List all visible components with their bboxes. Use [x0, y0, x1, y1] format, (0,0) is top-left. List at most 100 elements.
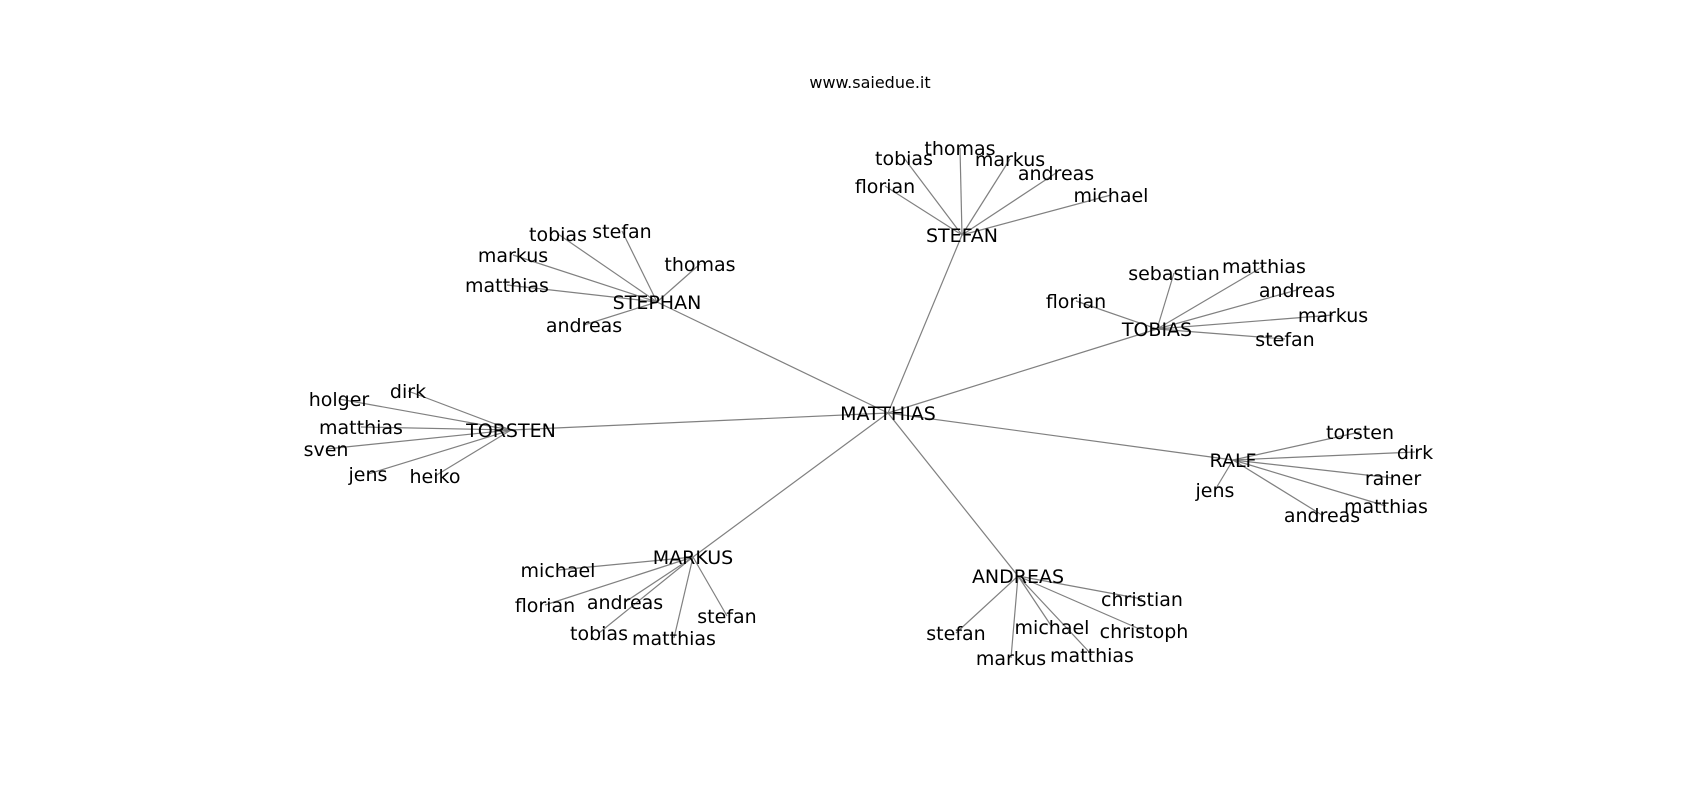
edge-hub-to-leaf — [434, 429, 512, 477]
leaf-node-label: matthias — [632, 628, 716, 650]
edge-hub-to-leaf — [598, 556, 694, 634]
leaf-node-label: heiko — [410, 466, 461, 488]
edge-root-to-hub — [887, 328, 1158, 414]
edge-root-to-hub — [510, 412, 889, 431]
edge-hub-to-leaf — [583, 301, 658, 326]
leaf-node-label: markus — [1298, 305, 1368, 327]
leaf-node-label: andreas — [587, 592, 663, 614]
leaf-node-label: matthias — [1222, 256, 1306, 278]
edge-hub-to-leaf — [961, 194, 1112, 236]
leaf-node-label: torsten — [1326, 422, 1394, 444]
edge-hub-to-leaf — [1156, 314, 1334, 330]
edge-hub-to-leaf — [656, 263, 701, 303]
leaf-node-label: thomas — [924, 138, 995, 160]
edge-hub-to-leaf — [1214, 459, 1234, 491]
leaf-node-label: rainer — [1365, 468, 1421, 490]
edge-hub-to-leaf — [506, 284, 658, 303]
edge-hub-to-leaf — [407, 390, 512, 431]
leaf-node-label: andreas — [546, 315, 622, 337]
leaf-node-label: matthias — [1344, 496, 1428, 518]
leaf-node-label: sven — [304, 439, 349, 461]
hub-node-label: STEFAN — [926, 225, 998, 247]
edge-hub-to-leaf — [692, 556, 728, 617]
edge-hub-to-leaf — [360, 426, 512, 431]
edge-hub-to-leaf — [961, 158, 1011, 236]
edge-hub-to-leaf — [955, 575, 1019, 634]
edge-hub-to-leaf — [1156, 272, 1175, 330]
edge-hub-to-leaf — [961, 172, 1057, 236]
edge-root-to-hub — [887, 234, 963, 414]
edge-hub-to-leaf — [1075, 300, 1158, 330]
leaf-node-label: michael — [521, 560, 596, 582]
leaf-node-label: michael — [1074, 185, 1149, 207]
hub-node-label: MARKUS — [653, 547, 734, 569]
edge-hub-to-leaf — [624, 556, 694, 603]
edge-root-to-hub — [656, 301, 889, 414]
watermark-text: www.saiedue.it — [809, 73, 930, 92]
edge-root-to-hub — [887, 412, 1019, 577]
edge-hub-to-leaf — [1232, 459, 1323, 516]
leaf-node-label: jens — [1195, 480, 1235, 502]
edge-hub-to-leaf — [1232, 459, 1394, 479]
leaf-node-label: christoph — [1100, 621, 1189, 643]
edge-hub-to-leaf — [959, 147, 963, 236]
leaf-node-label: michael — [1015, 617, 1090, 639]
edge-hub-to-leaf — [1232, 431, 1361, 461]
labels-layer: MATTHIASSTEFANfloriantobiasthomasmarkusa… — [304, 138, 1434, 670]
edge-hub-to-leaf — [512, 254, 658, 303]
edge-hub-to-leaf — [1010, 575, 1019, 659]
edge-hub-to-leaf — [673, 556, 694, 639]
hub-node-label: TOBIAS — [1121, 319, 1192, 341]
leaf-node-label: christian — [1101, 589, 1183, 611]
leaf-node-label: florian — [515, 595, 575, 617]
leaf-node-label: matthias — [1050, 645, 1134, 667]
leaf-node-label: tobias — [529, 224, 587, 246]
edge-hub-to-leaf — [325, 429, 512, 450]
leaf-node-label: markus — [976, 648, 1046, 670]
hub-node-label: STEPHAN — [613, 292, 702, 314]
edge-hub-to-leaf — [1017, 575, 1143, 600]
leaf-node-label: dirk — [1397, 442, 1433, 464]
edge-hub-to-leaf — [1232, 459, 1387, 507]
edge-root-to-hub — [692, 412, 889, 558]
edge-hub-to-leaf — [903, 157, 963, 236]
edge-hub-to-leaf — [884, 185, 963, 236]
edge-hub-to-leaf — [367, 429, 512, 475]
edge-hub-to-leaf — [1017, 575, 1053, 628]
edge-hub-to-leaf — [1017, 575, 1093, 656]
leaf-node-label: stefan — [1255, 329, 1314, 351]
leaf-node-label: andreas — [1284, 505, 1360, 527]
edge-hub-to-leaf — [544, 556, 694, 606]
hub-node-label: RALF — [1210, 450, 1257, 472]
leaf-node-label: andreas — [1018, 163, 1094, 185]
edge-hub-to-leaf — [338, 398, 512, 431]
leaf-node-label: tobias — [570, 623, 628, 645]
leaf-node-label: stefan — [697, 606, 756, 628]
leaf-node-label: holger — [309, 389, 370, 411]
leaf-node-label: tobias — [875, 148, 933, 170]
leaf-node-label: matthias — [465, 275, 549, 297]
leaf-node-label: florian — [855, 176, 915, 198]
hub-node-label: TORSTEN — [465, 420, 556, 442]
leaf-node-label: markus — [975, 149, 1045, 171]
leaf-node-label: sebastian — [1128, 263, 1220, 285]
edge-hub-to-leaf — [1232, 451, 1416, 461]
leaf-node-label: thomas — [664, 254, 735, 276]
edge-hub-to-leaf — [1017, 575, 1145, 632]
leaf-node-label: matthias — [319, 417, 403, 439]
hub-node-label: ANDREAS — [972, 566, 1064, 588]
leaf-node-label: florian — [1046, 291, 1106, 313]
edge-hub-to-leaf — [621, 230, 658, 303]
edge-hub-to-leaf — [1156, 289, 1298, 330]
edge-hub-to-leaf — [1156, 265, 1265, 330]
edge-hub-to-leaf — [1156, 328, 1286, 340]
root-node-label: MATTHIAS — [840, 403, 936, 425]
edges-layer — [325, 147, 1416, 659]
edge-hub-to-leaf — [557, 233, 658, 303]
leaf-node-label: andreas — [1259, 280, 1335, 302]
edge-hub-to-leaf — [557, 556, 694, 571]
leaf-node-label: stefan — [926, 623, 985, 645]
leaf-node-label: stefan — [592, 221, 651, 243]
edge-root-to-hub — [887, 412, 1234, 461]
